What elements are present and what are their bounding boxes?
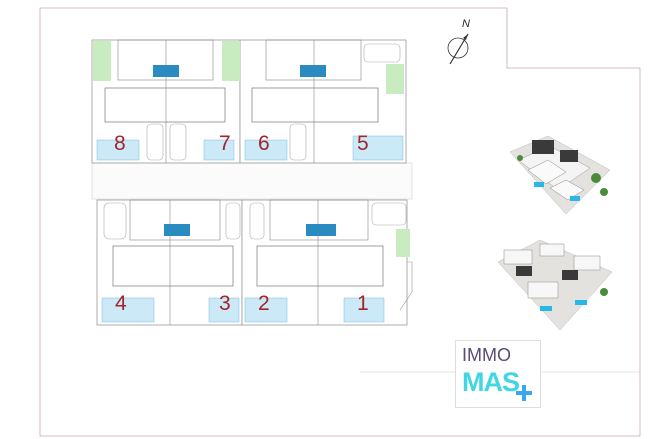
pool — [203, 139, 235, 161]
pool — [352, 135, 404, 161]
logo-text-top: IMMO — [462, 345, 511, 365]
plus-icon — [516, 385, 532, 401]
plot-number-6: 6 — [258, 132, 270, 155]
street-corridor — [91, 162, 413, 200]
plot-number-8: 8 — [114, 132, 126, 155]
block-top — [91, 39, 407, 164]
parking-space — [146, 123, 164, 161]
logo-text-bottom: MAS — [462, 367, 520, 397]
block-bottom — [96, 199, 413, 326]
north-label: N — [462, 18, 470, 30]
parking-space — [103, 202, 127, 240]
pool — [101, 297, 155, 323]
site-boundary — [39, 7, 641, 437]
pool — [208, 297, 240, 323]
pool — [343, 297, 385, 323]
garden-strip — [396, 229, 410, 257]
plot-number-2: 2 — [258, 292, 270, 315]
render-view-top — [509, 135, 611, 215]
company-logo: IMMO MAS — [455, 340, 541, 408]
garden-strip — [386, 64, 404, 94]
parking-space — [169, 123, 187, 161]
plot-number-3: 3 — [219, 292, 231, 315]
plot-number-7: 7 — [219, 132, 231, 155]
pool — [244, 139, 288, 161]
pool — [96, 139, 140, 161]
plot-number-1: 1 — [357, 292, 369, 315]
parking-space — [249, 202, 265, 240]
garden-strip — [222, 41, 240, 81]
parking-space — [289, 123, 307, 161]
plot-number-4: 4 — [115, 292, 127, 315]
garden-strip — [93, 41, 111, 81]
parking-space — [225, 202, 241, 240]
parking-space — [363, 43, 401, 63]
plot-number-5: 5 — [357, 132, 369, 155]
pool — [244, 297, 288, 323]
render-view-bottom — [497, 239, 613, 331]
north-compass-icon: N — [447, 18, 470, 65]
parking-space — [371, 202, 407, 226]
